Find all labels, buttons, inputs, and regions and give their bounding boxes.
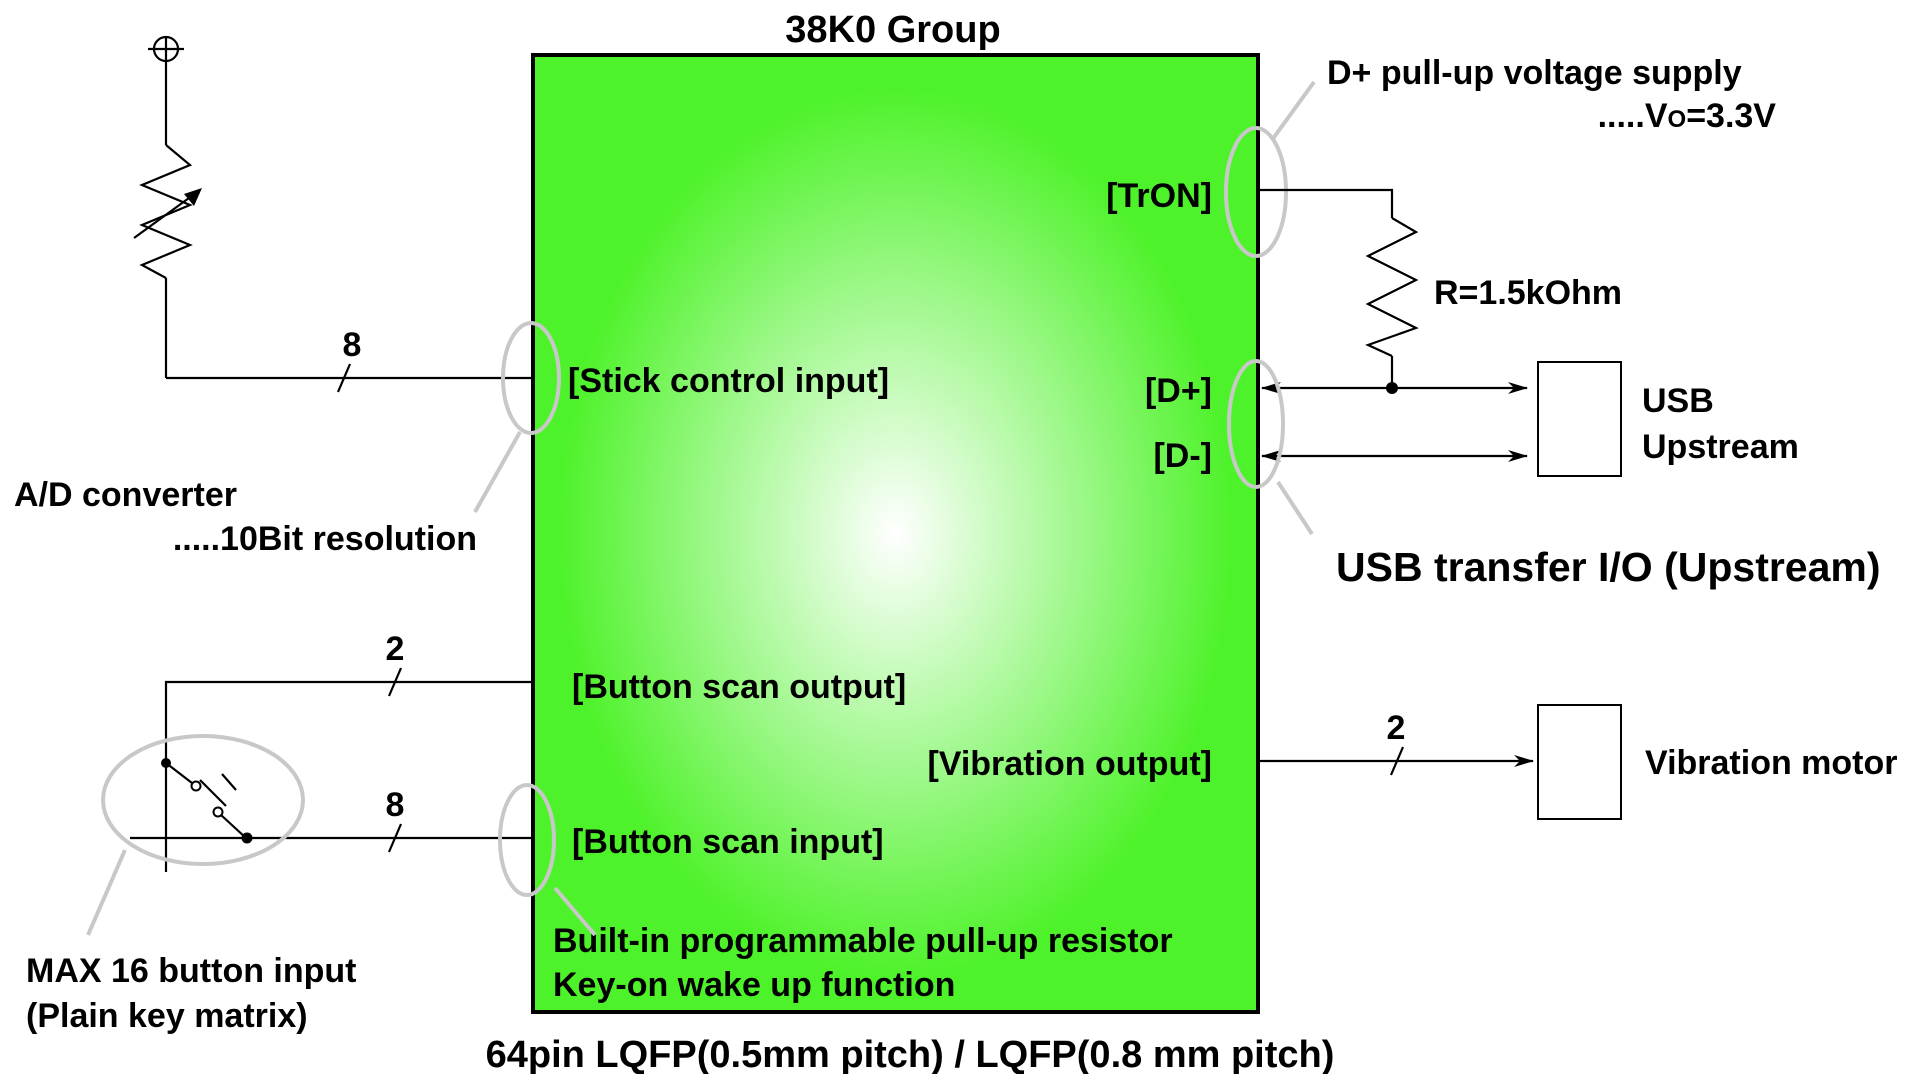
pullup-voltage-value: =3.3V	[1686, 97, 1776, 135]
pullup-resistor-symbol	[1365, 217, 1419, 357]
pin-label-d-minus: [D-]	[1153, 437, 1212, 475]
chip-notes-callout	[553, 886, 597, 937]
button-matrix-callout	[86, 849, 127, 936]
chip-group-title: 38K0 Group	[785, 9, 1000, 51]
button-scan-output-wire	[164, 680, 533, 872]
usb-transfer-callout	[1276, 480, 1314, 536]
stick-input-highlight	[501, 321, 561, 435]
ad-resolution-label: .....10Bit resolution	[173, 520, 477, 558]
tron-highlight	[1224, 126, 1288, 258]
pullup-voltage-prefix: .....V	[1598, 97, 1668, 135]
usb-transfer-label: USB transfer I/O (Upstream)	[1336, 544, 1881, 590]
vibration-motor-box	[1537, 704, 1622, 820]
usb-upstream-box	[1537, 361, 1622, 477]
key-switch-symbol	[161, 758, 253, 844]
pin-label-tron: [TrON]	[1106, 177, 1212, 215]
tron-wire	[1258, 188, 1394, 218]
chip-body	[531, 53, 1260, 1014]
button-scan-input-highlight	[498, 783, 556, 897]
vibration-bus-slash	[1389, 746, 1405, 776]
ad-converter-callout	[473, 431, 522, 513]
pullup-voltage-subscript: O	[1668, 106, 1687, 133]
pullup-callout	[1270, 80, 1316, 142]
button-input-label-line1: MAX 16 button input	[26, 952, 357, 990]
chip-note-wakeup: Key-on wake up function	[553, 966, 955, 1004]
scan-output-bus-slash	[387, 667, 403, 697]
pullup-title: D+ pull-up voltage supply	[1327, 54, 1742, 92]
chip-package-label: 64pin LQFP(0.5mm pitch) / LQFP(0.8 mm pi…	[486, 1034, 1335, 1074]
pin-label-button-scan-output: [Button scan output]	[572, 668, 906, 706]
usb-pins-highlight	[1227, 359, 1285, 489]
potentiometer-symbol	[133, 35, 202, 378]
scan-input-bus-width: 8	[386, 786, 405, 824]
resistor-value-label: R=1.5kOhm	[1434, 274, 1622, 312]
pullup-voltage-label: .....VO=3.3V	[1598, 97, 1777, 135]
pin-label-vibration-output: [Vibration output]	[927, 745, 1212, 783]
pin-label-stick-input: [Stick control input]	[568, 362, 889, 400]
scan-output-bus-width: 2	[386, 630, 405, 668]
vibration-motor-label: Vibration motor	[1645, 744, 1898, 782]
pin-label-d-plus: [D+]	[1145, 372, 1212, 410]
chip-note-pullup: Built-in programmable pull-up resistor	[553, 922, 1173, 960]
vibration-bus-width: 2	[1387, 709, 1406, 747]
button-matrix-highlight	[101, 734, 305, 866]
scan-input-bus-slash	[387, 823, 403, 853]
usb-label-line2: Upstream	[1642, 428, 1799, 466]
button-input-label-line2: (Plain key matrix)	[26, 997, 308, 1035]
stick-bus-width: 8	[343, 326, 362, 364]
stick-bus-slash	[336, 363, 352, 393]
usb-label-line1: USB	[1642, 382, 1714, 420]
ad-converter-label: A/D converter	[14, 476, 237, 514]
pin-label-button-scan-input: [Button scan input]	[572, 823, 884, 861]
